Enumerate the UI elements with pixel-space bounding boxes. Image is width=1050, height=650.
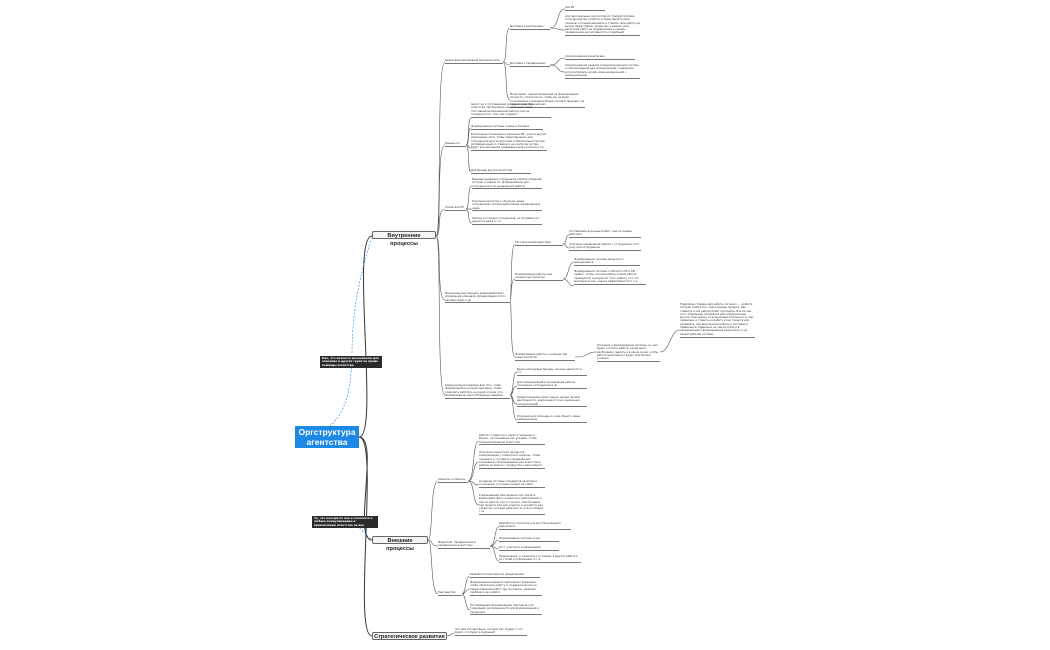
external-node[interactable]: Формирование системы услуг bbox=[499, 537, 559, 542]
internal-node[interactable]: Доставка к продвижению bbox=[510, 62, 550, 67]
internal-node[interactable]: Описание и формирование системы, из чего… bbox=[597, 344, 660, 363]
internal-node[interactable]: Внутренние отношения и механизм PR - рол… bbox=[471, 133, 547, 152]
branch-strategy[interactable]: Стратегическое развитие bbox=[372, 632, 447, 640]
internal-node[interactable]: Для коммуникаций и организация работы, о… bbox=[517, 381, 587, 390]
external-node[interactable]: Формирование внешних партнеров с внешним… bbox=[470, 581, 542, 596]
external-node[interactable]: Привлечение от клиентов и со связей, в д… bbox=[499, 555, 581, 564]
external-node[interactable]: Партнерство bbox=[438, 591, 462, 596]
note-internal: Как, что является механизмом для описани… bbox=[320, 356, 382, 369]
internal-node[interactable]: Формирование системы охраны и бизнеса bbox=[471, 125, 543, 130]
internal-node[interactable]: Целостно к поставщикам коммуникации (фун… bbox=[471, 103, 551, 118]
internal-node[interactable]: Мониторинг, ориентированный на формирова… bbox=[510, 93, 585, 108]
internal-node[interactable]: Описание проектов и обучение новых сотру… bbox=[472, 200, 542, 212]
internal-node[interactable]: Формирование работы при конкретных проек… bbox=[515, 273, 563, 282]
external-node[interactable]: Маркетинг (продвижение и продвижение аге… bbox=[438, 541, 490, 550]
external-node[interactable]: Создание системы стандартов качества и о… bbox=[479, 480, 545, 489]
branch-external[interactable]: Внешние процессы bbox=[372, 536, 428, 552]
internal-node[interactable]: Механизмы внутреннего взаимодействия / у… bbox=[445, 292, 510, 304]
external-node[interactable]: Рост, участие в конференциях bbox=[499, 546, 559, 551]
external-node[interactable]: Разработка стратегии и агентства внешнег… bbox=[499, 522, 571, 531]
internal-node[interactable]: для PR bbox=[565, 6, 605, 11]
external-node[interactable]: Описание клиентских процессов коммуникац… bbox=[479, 451, 545, 470]
internal-node[interactable]: Выше нетрудовые бренды, личные ценности … bbox=[517, 368, 587, 377]
internal-node[interactable]: Подробнее: Термин для работы согласно — … bbox=[680, 303, 755, 338]
external-node[interactable]: Разработка партнерских предложений bbox=[470, 573, 540, 578]
internal-node[interactable]: Составление дорожных работ, над которыми… bbox=[569, 230, 641, 239]
internal-node[interactable]: Тестовое взаимодействие bbox=[515, 241, 563, 246]
internal-node[interactable]: Формирование работы к команде при новых … bbox=[515, 353, 575, 362]
internal-node[interactable]: Предоставление своих оценок (вклад лично… bbox=[517, 396, 587, 408]
internal-node[interactable]: Коммуникация (правила для того, чтобы фо… bbox=[445, 384, 510, 399]
external-node[interactable]: Работа с клиентом и через отношения и би… bbox=[479, 434, 545, 446]
internal-node[interactable]: Ведение дневника сотрудников (записи соб… bbox=[472, 178, 542, 190]
external-node[interactable]: Клиенты и клиенты bbox=[438, 478, 468, 483]
internal-node[interactable]: Целые функциональной механизм атап bbox=[445, 59, 503, 64]
internal-node[interactable]: Сопровождения каналов коммуникационной с… bbox=[565, 64, 640, 79]
internal-node[interactable]: Формирование системы проектного менеджме… bbox=[574, 258, 640, 267]
internal-node[interactable]: Формирование системы отчётности НР и KPI… bbox=[574, 270, 646, 285]
note-external: То, что находится вне и относится к любы… bbox=[312, 516, 378, 529]
external-node[interactable]: Поставляющие формирования партнеров и их… bbox=[470, 604, 542, 616]
internal-node[interactable]: Внешность bbox=[445, 142, 466, 147]
external-node[interactable]: В дальнейшем обеспечение при проекте вза… bbox=[479, 494, 545, 516]
internal-node[interactable]: Сопровождения каналов вне bbox=[565, 55, 635, 60]
branch-internal[interactable]: Внутренние процессы bbox=[372, 231, 436, 247]
internal-node[interactable]: Для бренда внутри агентства bbox=[471, 169, 531, 174]
internal-node[interactable]: Описание ежедневной работы с сотрудников… bbox=[569, 243, 641, 252]
internal-node[interactable]: Доставка к выполнению bbox=[510, 25, 550, 30]
internal-node[interactable]: для персональных (для которого требуется… bbox=[565, 15, 640, 37]
root-node[interactable]: Оргструктура агентства bbox=[295, 426, 359, 448]
strategy-node[interactable]: Что нам сегодня было, сегодня нет, будем… bbox=[455, 628, 527, 637]
internal-node[interactable]: Описание для команды и к ним общего, вид… bbox=[517, 415, 587, 424]
internal-node[interactable]: Атапы для НР bbox=[445, 206, 466, 211]
internal-node[interactable]: Личное состояние сотрудников, их потребн… bbox=[472, 217, 542, 226]
